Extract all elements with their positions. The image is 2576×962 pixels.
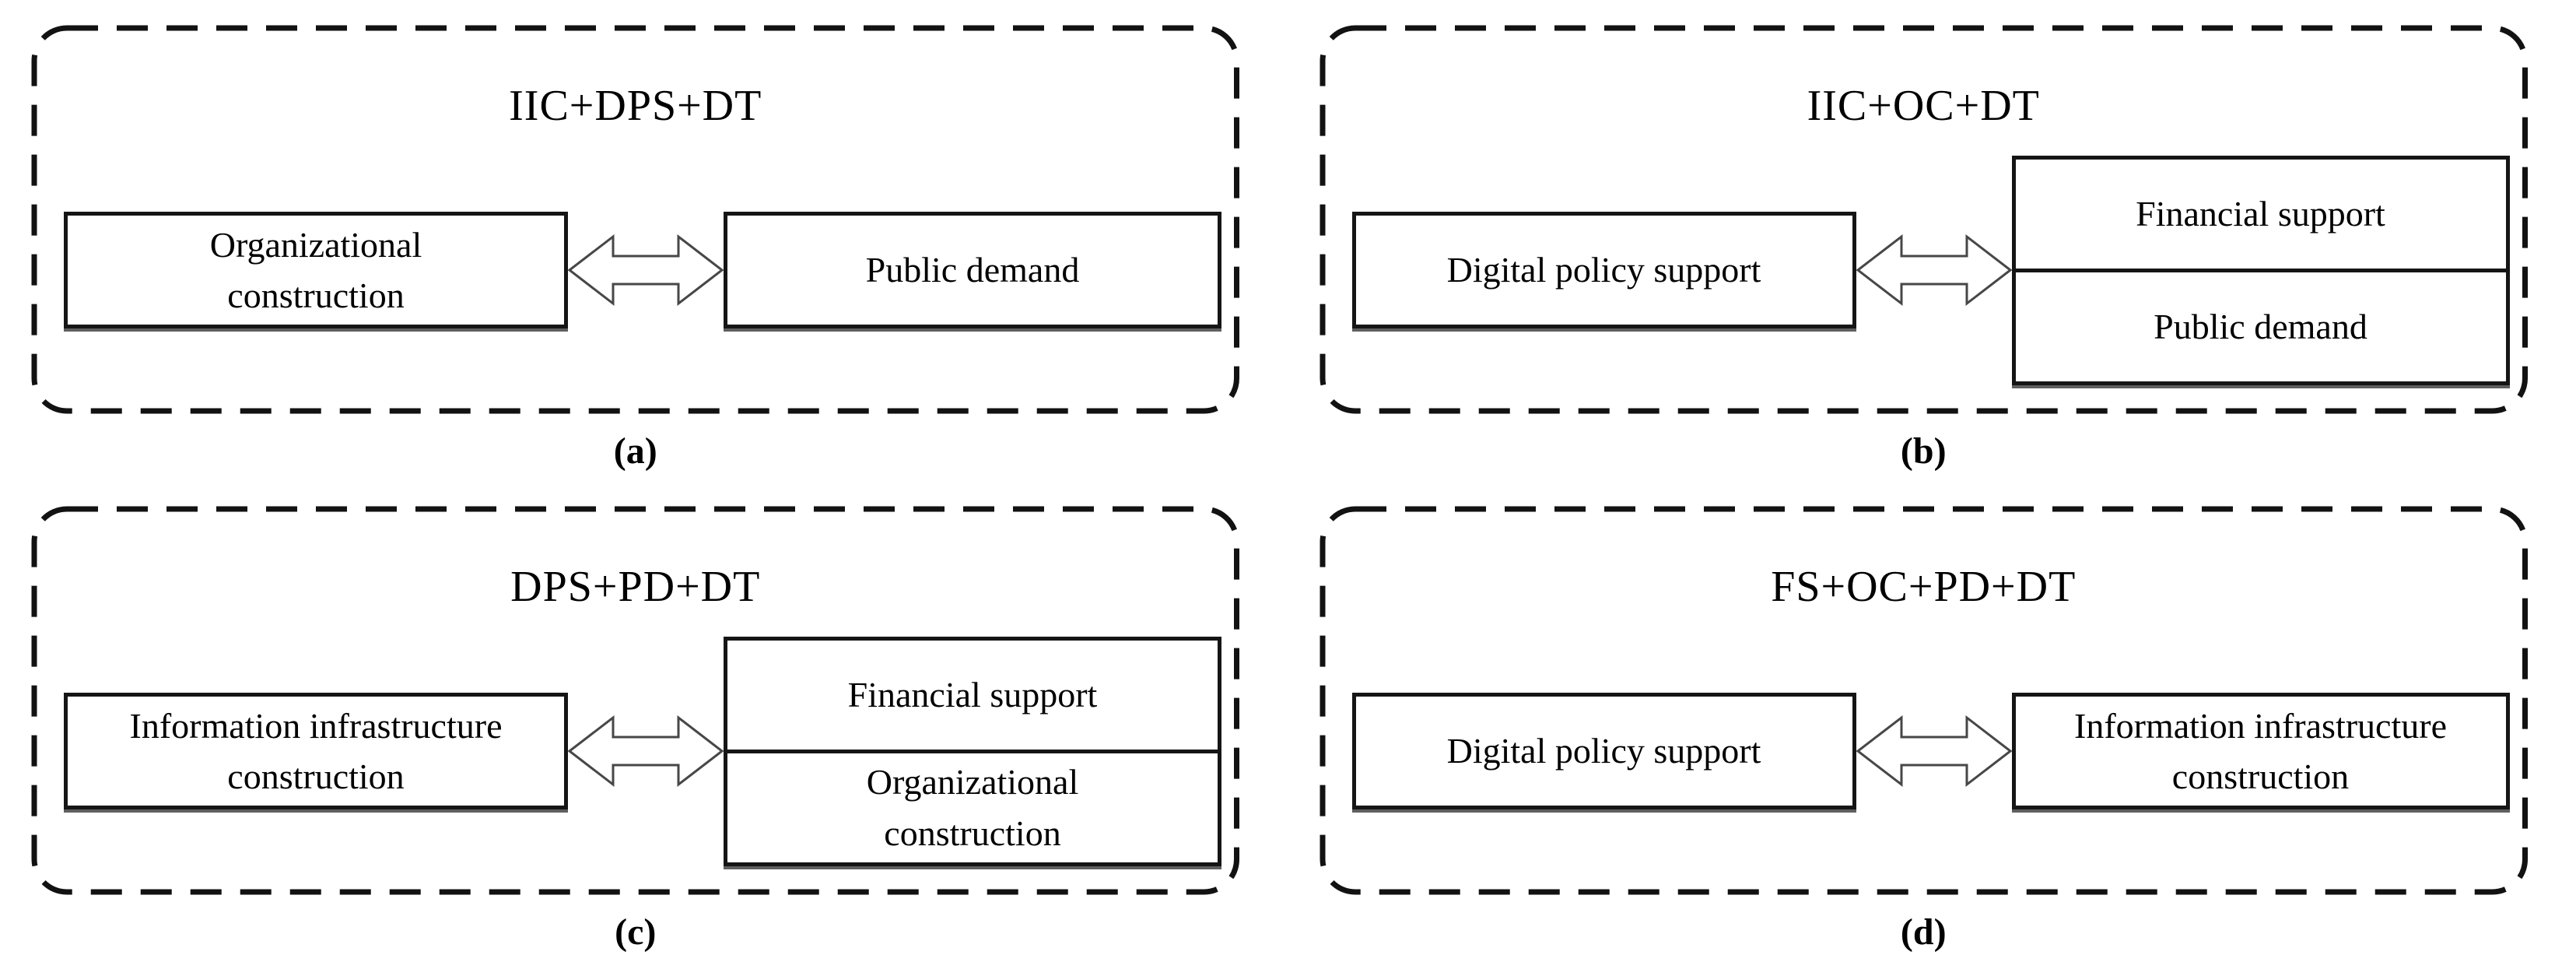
right-box-top: Financial support	[724, 636, 1221, 753]
double-arrow-icon	[1856, 714, 2012, 788]
double-arrow-icon	[568, 714, 724, 788]
panel-title: DPS+PD+DT	[510, 563, 761, 611]
left-box: Digital policy support	[1351, 693, 1856, 809]
panel-a: IIC+DPS+DT Organizational construction P…	[0, 0, 1288, 481]
double-arrow-icon	[1856, 233, 2012, 307]
right-box: Information infrastructure construction	[2011, 693, 2510, 809]
dashed-border	[1320, 506, 2528, 895]
right-column: Public demand	[724, 212, 1221, 328]
left-box: Digital policy support	[1351, 212, 1856, 328]
panel-title: IIC+OC+DT	[1807, 82, 2040, 130]
dashed-frame: IIC+OC+DT Digital policy support Financi…	[1320, 25, 2529, 414]
right-column: Financial support Organizational constru…	[724, 636, 1221, 866]
dashed-border	[1320, 25, 2528, 414]
panel-caption: (b)	[1900, 430, 1947, 472]
panel-title: FS+OC+PD+DT	[1771, 563, 2077, 611]
panel-title: IIC+DPS+DT	[509, 82, 762, 130]
panel-caption: (c)	[615, 911, 657, 953]
right-box-top: Financial support	[2011, 155, 2510, 272]
dashed-border	[31, 25, 1239, 414]
dashed-frame: IIC+DPS+DT Organizational construction P…	[31, 25, 1240, 414]
panel-caption: (a)	[613, 430, 657, 472]
right-box-bottom: Public demand	[2011, 268, 2510, 385]
right-column: Financial support Public demand	[2011, 155, 2510, 385]
left-box: Organizational construction	[64, 212, 568, 328]
panel-content: Organizational construction Public deman…	[64, 153, 1240, 387]
dashed-frame: FS+OC+PD+DT Digital policy support Infor…	[1320, 506, 2529, 895]
right-box-bottom: Organizational construction	[724, 749, 1221, 866]
panel-content: Digital policy support Financial support…	[1351, 153, 2529, 387]
double-arrow-icon	[568, 233, 724, 307]
right-column: Information infrastructure construction	[2011, 693, 2510, 809]
panel-c: DPS+PD+DT Information infrastructure con…	[0, 481, 1288, 962]
dashed-frame: DPS+PD+DT Information infrastructure con…	[31, 506, 1240, 895]
left-box: Information infrastructure construction	[64, 693, 568, 809]
panel-content: Digital policy support Information infra…	[1351, 634, 2529, 868]
panel-content: Information infrastructure construction …	[64, 634, 1240, 868]
right-box: Public demand	[724, 212, 1221, 328]
panel-b: IIC+OC+DT Digital policy support Financi…	[1288, 0, 2576, 481]
panel-d: FS+OC+PD+DT Digital policy support Infor…	[1288, 481, 2576, 962]
panel-caption: (d)	[1900, 911, 1947, 953]
dashed-border	[31, 506, 1239, 895]
